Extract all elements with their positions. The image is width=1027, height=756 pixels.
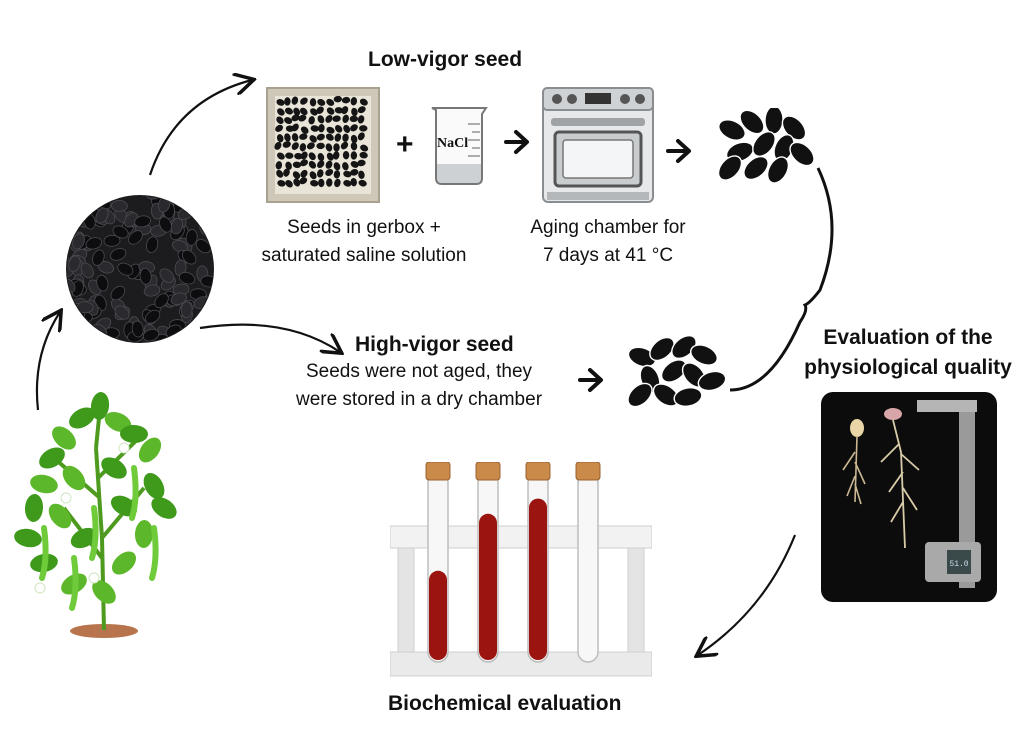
arrow-eval-to-biochem xyxy=(698,534,797,655)
caption-high-line-2: were stored in a dry chamber xyxy=(295,389,543,410)
nacl-beaker xyxy=(428,104,492,186)
arrow-to-low-vigor xyxy=(148,80,252,176)
arrow-right-2 xyxy=(666,137,692,165)
low-vigor-seed-cluster xyxy=(712,108,816,184)
caliper-reading: 51.0 xyxy=(949,560,968,569)
arrow-to-high-vigor xyxy=(199,323,340,352)
caption-high-line-1: Seeds were not aged, they xyxy=(305,361,533,382)
brace xyxy=(729,167,834,392)
bean-plant-image xyxy=(4,388,186,643)
caption-chamber-line-1: Aging chamber for xyxy=(530,217,686,238)
biochemical-title: Biochemical evaluation xyxy=(388,692,622,715)
arrow-plant-to-seeds xyxy=(35,312,60,411)
evaluation-title-line-1: Evaluation of the xyxy=(823,326,993,349)
evaluation-title: Evaluation of the physiological quality xyxy=(790,323,1026,383)
arrow-right-1 xyxy=(504,128,530,156)
plus-sign: + xyxy=(396,128,414,161)
aging-chamber-image xyxy=(541,86,655,204)
caption-high-vigor: Seeds were not aged, they were stored in… xyxy=(284,358,554,414)
high-vigor-title: High-vigor seed xyxy=(355,333,514,356)
gerbox-image xyxy=(266,87,380,203)
caption-gerbox-line-1: Seeds in gerbox + xyxy=(287,217,441,238)
high-vigor-seed-cluster xyxy=(622,335,726,411)
caption-gerbox-line-2: saturated saline solution xyxy=(261,245,467,266)
caption-gerbox: Seeds in gerbox + saturated saline solut… xyxy=(243,214,485,270)
evaluation-title-line-2: physiological quality xyxy=(804,356,1012,379)
caption-chamber-line-2: 7 days at 41 °C xyxy=(542,245,674,266)
nacl-label: NaCl xyxy=(437,136,469,151)
arrow-right-3 xyxy=(578,366,604,394)
caption-chamber: Aging chamber for 7 days at 41 °C xyxy=(510,214,706,270)
seed-pile-image xyxy=(64,193,216,345)
test-tube-rack-image xyxy=(390,462,652,682)
low-vigor-title: Low-vigor seed xyxy=(368,48,523,71)
seedling-caliper-photo: 51.0 xyxy=(821,392,997,602)
